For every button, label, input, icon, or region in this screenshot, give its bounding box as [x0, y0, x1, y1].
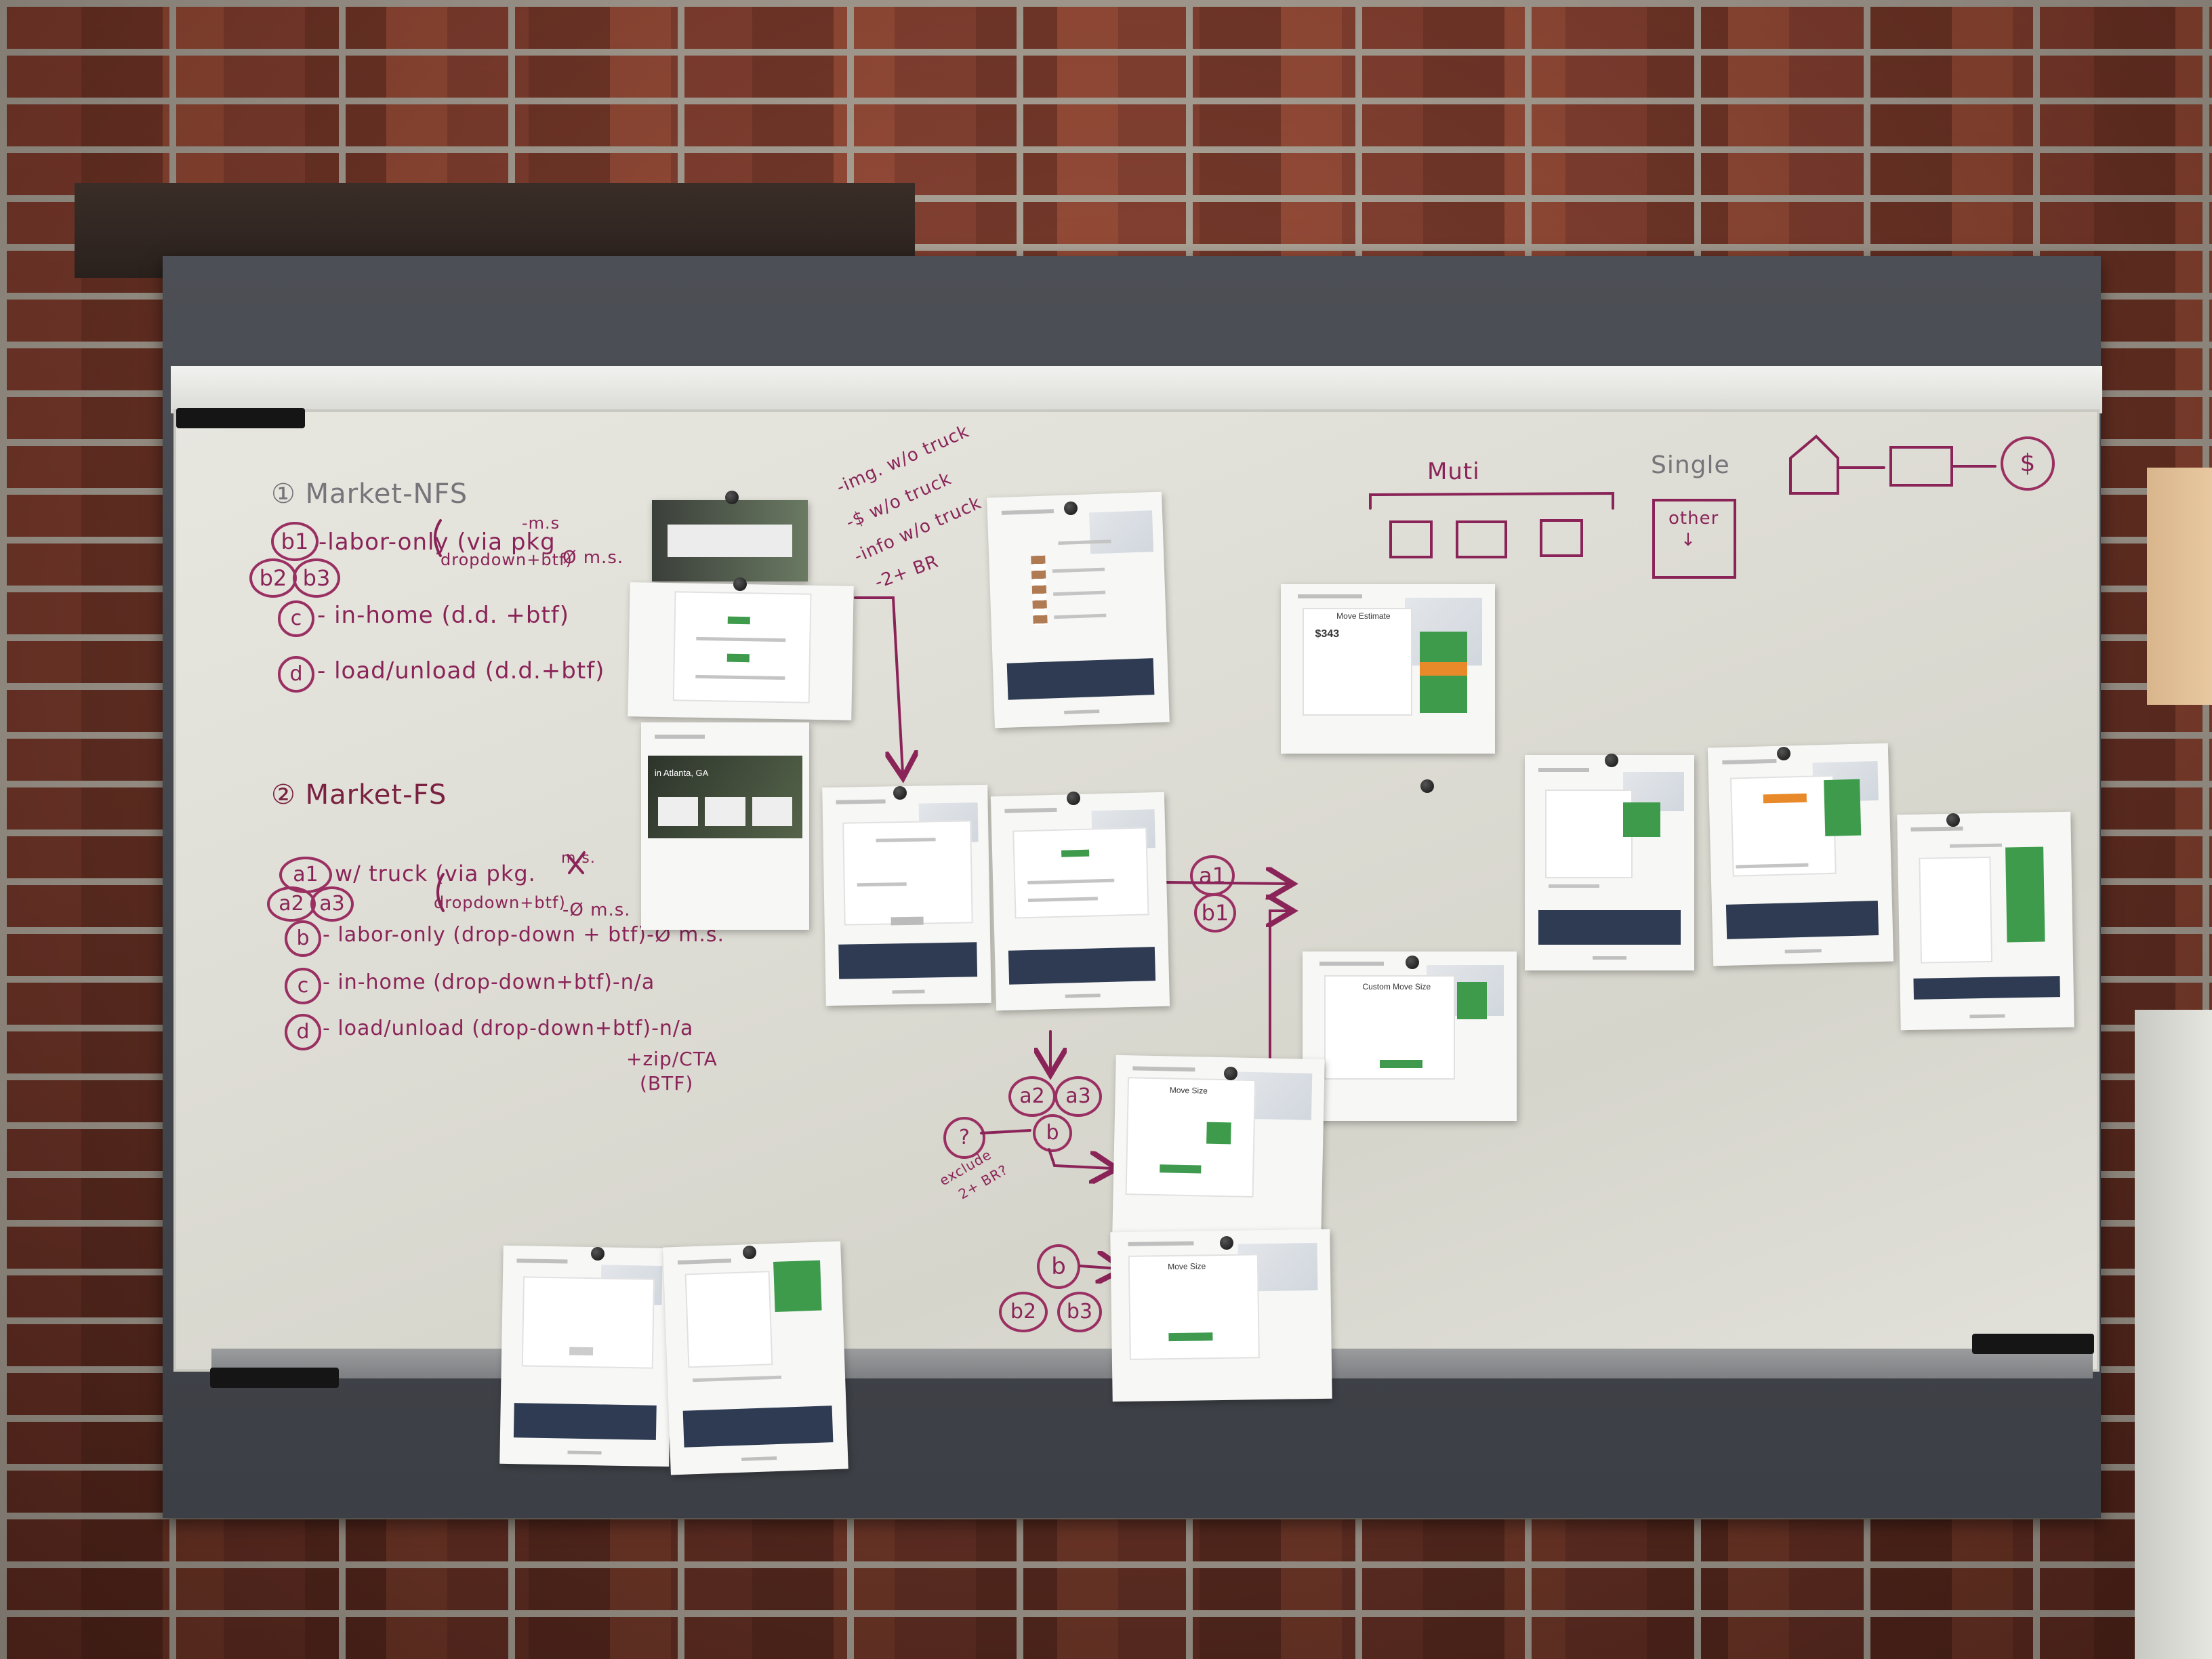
wooden-panel	[2147, 468, 2212, 705]
dollar-circle: $	[2001, 436, 2055, 491]
move-estimate-price: $343	[1315, 628, 1340, 640]
magnet	[1946, 813, 1960, 827]
multi-bracket	[1369, 491, 1614, 510]
circle-d-fs: d	[285, 1014, 321, 1050]
c-fs-note: - in-home (drop-down+btf)-n/a	[323, 970, 655, 994]
magnet	[1605, 754, 1618, 767]
printout-move-size-1: Move Size	[1112, 1054, 1325, 1240]
house-sketch	[1789, 434, 1839, 495]
b1-ms: -m.s	[522, 514, 560, 533]
magnet	[591, 1247, 605, 1261]
flow-bottom-b: b	[1037, 1244, 1080, 1289]
flow-question: ?	[943, 1117, 985, 1159]
hero-city-text: in Atlanta, GA	[654, 768, 709, 779]
board-clip-top-left	[176, 408, 305, 428]
market-nfs-header: ① Market-NFS	[271, 478, 468, 510]
a1-no-ms: -Ø m.s.	[562, 900, 631, 920]
printout-custom-move-size: Custom Move Size	[1303, 951, 1517, 1121]
arrow-a1-right	[1166, 882, 1288, 884]
a1-ms: m.s.	[561, 850, 596, 867]
paren-b1	[434, 519, 442, 557]
printout-page-list	[987, 491, 1170, 729]
zip-cta-btf: (BTF)	[640, 1072, 694, 1094]
printout-market-list	[628, 582, 854, 720]
printout-move-estimate: Move Estimate $343	[1281, 584, 1495, 754]
single-label: Single	[1651, 451, 1730, 479]
flow-circle-a3: a3	[1054, 1076, 1102, 1117]
multi-label: Muti	[1427, 458, 1480, 485]
paren-a1	[436, 873, 445, 912]
custom-move-title: Custom Move Size	[1362, 982, 1431, 991]
multi-box-3	[1540, 519, 1583, 557]
board-clip-bottom-left	[210, 1368, 339, 1388]
circle-a2: a2	[267, 886, 316, 922]
magnet	[1067, 792, 1080, 805]
single-box	[1652, 499, 1736, 579]
magnet	[743, 1246, 756, 1259]
multi-box-2	[1456, 520, 1507, 558]
printout-hero-thumb	[652, 500, 808, 581]
circle-b1: b1	[271, 522, 319, 561]
arrow-up-right	[1270, 911, 1288, 1059]
circle-c-fs: c	[285, 968, 321, 1004]
circle-c: c	[278, 600, 314, 637]
flow-bottom-b3: b3	[1057, 1292, 1102, 1332]
market-fs-header: ② Market-FS	[271, 779, 447, 811]
other-label: other	[1668, 508, 1719, 529]
move-size-title-2: Move Size	[1168, 1261, 1206, 1272]
board-clip-bottom-right	[1972, 1334, 2094, 1354]
arrow-b-movesize	[1048, 1148, 1111, 1168]
a1-note-sub: dropdown+btf)	[434, 893, 566, 912]
multi-box-1	[1389, 520, 1433, 558]
flow-circle-b: b	[1033, 1114, 1072, 1152]
circle-a3: a3	[310, 886, 354, 922]
b1-no-ms: Ø m.s.	[562, 548, 624, 568]
d-fs-note: - load/unload (drop-down+btf)-n/a	[323, 1017, 694, 1040]
circle-b3: b3	[293, 558, 340, 598]
printout-bottom-1	[499, 1245, 673, 1467]
line-question-b	[980, 1129, 1031, 1134]
printout-right-1	[1525, 755, 1694, 970]
board-top-rail	[171, 366, 2102, 413]
zip-cta-note: +zip/CTA	[626, 1048, 718, 1070]
move-estimate-title: Move Estimate	[1336, 611, 1391, 621]
printout-step-1	[822, 784, 991, 1006]
cabinet	[2135, 1010, 2212, 1659]
printout-hero-atlanta: in Atlanta, GA	[641, 722, 809, 930]
magnet	[1777, 747, 1790, 760]
x-mark	[567, 851, 586, 874]
d-note: - load/unload (d.d.+btf)	[317, 657, 605, 684]
flow-circle-b1: b1	[1194, 893, 1236, 933]
circle-b: b	[285, 920, 321, 957]
printout-bottom-2	[663, 1241, 848, 1475]
circle-d: d	[278, 656, 314, 693]
printout-right-2	[1707, 743, 1894, 966]
printout-step-2	[990, 792, 1170, 1011]
flow-circle-a2: a2	[1008, 1076, 1056, 1117]
flow-bottom-b2: b2	[999, 1292, 1048, 1332]
printout-right-3	[1897, 811, 2074, 1031]
magnet	[1220, 1236, 1233, 1250]
c-note: - in-home (d.d. +btf)	[317, 602, 570, 629]
other-arrow: ↓	[1681, 530, 1696, 550]
magnet	[1406, 956, 1419, 969]
magnet	[1064, 501, 1078, 515]
magnet	[1420, 779, 1434, 793]
printout-move-size-2: Move Size	[1110, 1229, 1332, 1402]
truck-sketch	[1889, 446, 1953, 487]
a1-note: w/ truck (via pkg.	[335, 861, 536, 886]
move-size-title-1: Move Size	[1169, 1085, 1208, 1096]
magnet	[1224, 1067, 1237, 1080]
arrow-down-1	[854, 596, 903, 773]
b1-note-sub: dropdown+btf)	[441, 550, 573, 569]
magnet	[733, 577, 747, 591]
magnet	[893, 786, 907, 800]
magnet	[725, 491, 739, 504]
